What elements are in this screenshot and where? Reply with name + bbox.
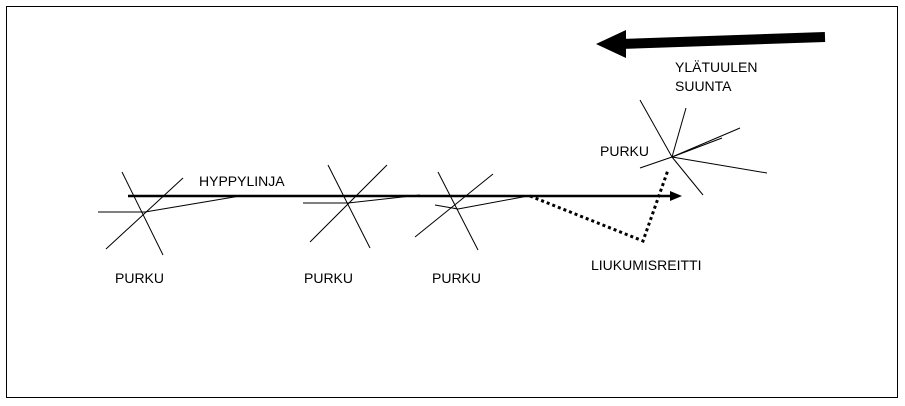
exit-label-4: PURKU	[600, 143, 649, 159]
exit-burst-1	[98, 171, 241, 256]
jump-line-arrow	[128, 191, 682, 201]
exit-label-1: PURKU	[115, 270, 164, 286]
diagram-frame	[6, 6, 898, 398]
exit-label-2: PURKU	[304, 270, 353, 286]
glide-route-line	[529, 169, 670, 243]
wind-direction-label-line2: SUUNTA	[675, 78, 732, 94]
upwind-arrow	[596, 30, 826, 58]
jump-line-label: HYPPYLINJA	[199, 173, 285, 189]
exit-label-3: PURKU	[432, 270, 481, 286]
exit-burst-2	[303, 164, 421, 249]
wind-direction-label-line1: YLÄTUULEN	[675, 59, 757, 75]
exit-burst-4	[639, 99, 768, 196]
glide-route-label: LIUKUMISREITTI	[591, 257, 701, 273]
exit-burst-3	[414, 171, 529, 251]
